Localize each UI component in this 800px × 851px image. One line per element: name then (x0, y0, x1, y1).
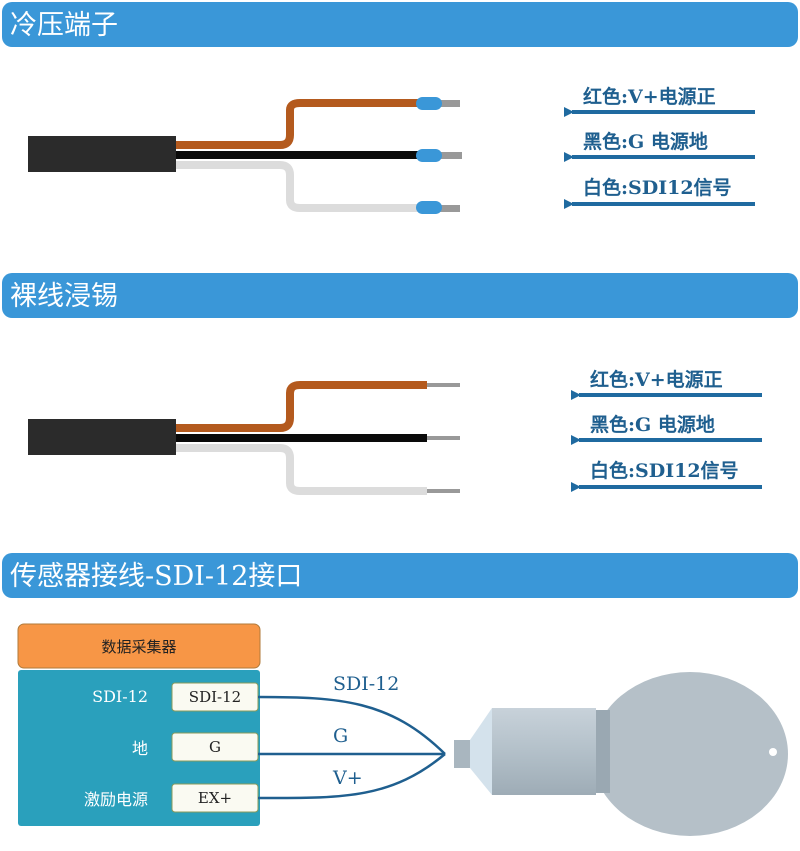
svg-text:G: G (209, 738, 221, 756)
tinned-labels: 红色:V+电源正 黑色:G 电源地 白色:SDI12信号 (571, 368, 762, 492)
tinned-cable (28, 381, 460, 495)
white-wire (176, 444, 427, 495)
mounting-hole (769, 748, 777, 756)
svg-text:红色:V+电源正: 红色:V+电源正 (583, 85, 716, 108)
sensor-wires: SDI-12 G V+ (257, 673, 446, 800)
svg-text:SDI-12: SDI-12 (333, 673, 399, 695)
terminal-sdi12: SDI-12 (171, 682, 259, 712)
svg-text:黑色:G 电源地: 黑色:G 电源地 (583, 130, 708, 153)
svg-text:白色:SDI12信号: 白色:SDI12信号 (583, 176, 732, 199)
cable-sheath (28, 419, 176, 455)
section-title: 冷压端子 (10, 10, 118, 41)
svg-text:SDI-12: SDI-12 (92, 687, 148, 706)
svg-text:激励电源: 激励电源 (84, 790, 148, 809)
svg-text:G: G (333, 725, 348, 747)
red-wire (176, 99, 420, 149)
section-header-tinned: 裸线浸锡 (2, 273, 798, 318)
svg-text:EX+: EX+ (198, 789, 232, 807)
ferrule-terminals (416, 97, 462, 214)
svg-text:黑色:G 电源地: 黑色:G 电源地 (590, 413, 715, 436)
section-title: 裸线浸锡 (10, 281, 118, 312)
cable-sheath (28, 136, 176, 172)
data-logger: 数据采集器 SDI-12 地 激励电源 SDI-12 G EX+ (17, 623, 261, 826)
logger-title: 数据采集器 (101, 638, 176, 656)
section-header-crimp: 冷压端子 (2, 2, 798, 47)
svg-text:SDI-12: SDI-12 (189, 688, 241, 706)
crimp-labels: 红色:V+电源正 黑色:G 电源地 白色:SDI12信号 (564, 85, 755, 209)
red-wire (176, 381, 427, 432)
svg-text:地: 地 (132, 739, 148, 758)
section-title: 传感器接线-SDI-12接口 (10, 561, 302, 592)
terminal-g: G (171, 732, 259, 762)
white-wire (176, 161, 420, 212)
svg-text:V+: V+ (332, 767, 363, 789)
svg-text:白色:SDI12信号: 白色:SDI12信号 (590, 459, 739, 482)
sensor-illustration (454, 672, 788, 836)
terminal-ex: EX+ (171, 783, 259, 813)
section-header-sdi12: 传感器接线-SDI-12接口 (2, 553, 798, 598)
svg-text:红色:V+电源正: 红色:V+电源正 (590, 368, 723, 391)
crimp-cable (28, 97, 462, 214)
